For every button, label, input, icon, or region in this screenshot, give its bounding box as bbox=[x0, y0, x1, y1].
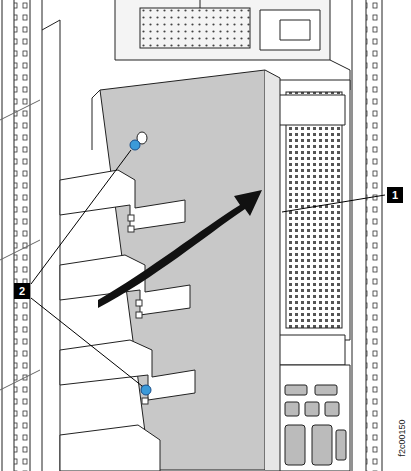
callout-number: 1 bbox=[387, 187, 403, 203]
figure-id: f2c00150 bbox=[396, 419, 406, 456]
callout-number: 2 bbox=[14, 283, 30, 299]
